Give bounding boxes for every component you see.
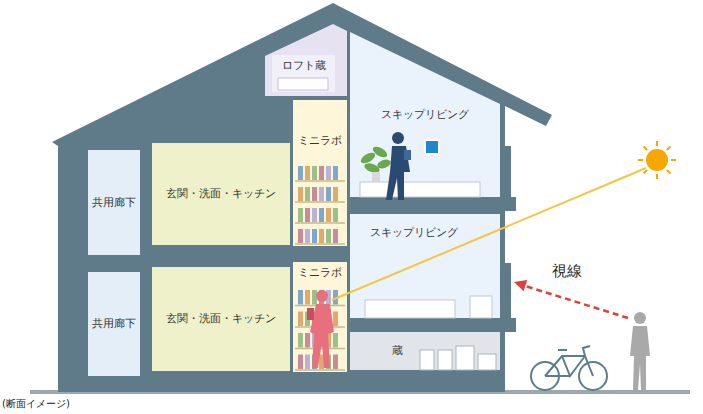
room-box: 玄関・洗面・キッチン [152,267,290,371]
room-name: 玄関・洗面・キッチン [166,312,276,325]
room-name: ロフト蔵 [282,59,326,72]
room-fill [350,214,500,318]
sun [638,141,676,179]
room-box: ミニラボ [293,262,347,372]
room-box: スキップリビング [350,100,500,197]
room-name: 共用廊下 [92,317,136,330]
room-fill [293,262,347,372]
person-upper [386,132,411,200]
room-box: 共用廊下 [88,272,140,376]
picture-frame [425,140,439,154]
sunlight-line [332,168,646,300]
side-table [470,296,492,318]
sightline-label: 視線 [552,262,582,280]
room-name: スキップリビング [370,226,458,239]
room-name: ミニラボ [298,266,342,279]
caption-note: (断面イメージ) [2,398,70,410]
room-box: スキップリビング [350,214,500,318]
loft-storage [278,78,328,90]
room-box: 共用廊下 [88,150,140,255]
loft-area [265,24,347,96]
room-fill [293,100,347,246]
plant [359,145,392,182]
person-lower [307,290,334,368]
balcony-rail [505,146,511,198]
room-box: 蔵 [350,332,500,370]
room-name: 玄関・洗面・キッチン [166,187,276,200]
room-box: 玄関・洗面・キッチン [152,143,290,245]
loft-box [272,55,335,92]
room-name: ミニラボ [298,134,342,147]
room-name: 蔵 [392,344,403,357]
room-fill [152,143,290,245]
room-fill [350,332,500,370]
bicycle [531,346,607,390]
sightline-arrowhead [514,280,527,291]
balcony-slab [500,197,516,211]
balcony-rail [505,263,511,320]
room-fill [350,32,500,197]
cabinet [360,182,480,197]
bookshelves [295,166,345,370]
sightline-arrow [522,285,628,318]
sofa [365,300,455,318]
room-fill [152,267,290,371]
room-name: 共用廊下 [92,196,136,209]
room-name: スキップリビング [381,108,469,121]
balcony-slab [500,318,516,332]
observer [630,312,650,390]
room-box: ミニラボ [293,100,347,246]
room-fill [88,150,140,255]
house-shell [52,3,552,392]
room-box: ロフト蔵 [272,55,335,92]
room-fill [88,272,140,376]
storage-items [420,346,496,370]
